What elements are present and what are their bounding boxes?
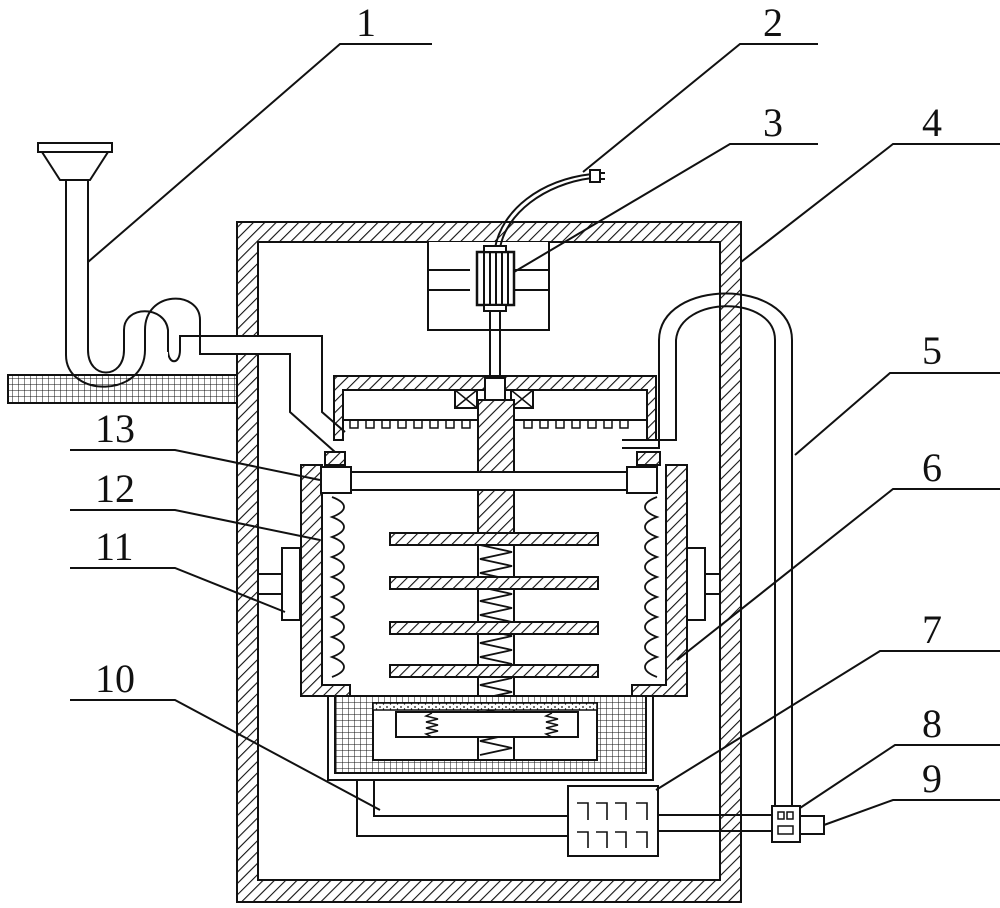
pump-outlet-pipe xyxy=(658,814,774,832)
shaft-coupling xyxy=(484,377,506,401)
top-cover-teeth xyxy=(349,420,629,429)
rail-block-right xyxy=(626,466,658,494)
label-3: 3 xyxy=(763,100,783,145)
valve xyxy=(771,805,801,843)
label-8: 8 xyxy=(922,701,942,746)
blade-3 xyxy=(389,621,599,635)
motor xyxy=(475,245,516,312)
inlet-pipe-cover xyxy=(146,352,168,360)
return-pipe xyxy=(622,292,793,806)
label-10: 10 xyxy=(95,656,135,701)
blade-2 xyxy=(389,576,599,590)
bearing-left xyxy=(454,389,478,409)
label-9: 9 xyxy=(922,756,942,801)
side-mount-right-bar xyxy=(704,573,721,595)
power-plug xyxy=(589,169,605,183)
barrel-wall-right xyxy=(631,464,688,697)
rail-block-left xyxy=(320,466,352,494)
label-11: 11 xyxy=(95,524,134,569)
side-mount-left-bar xyxy=(257,573,283,595)
main-shaft xyxy=(477,399,515,535)
barrel-top-lips xyxy=(324,451,661,466)
feed-hopper xyxy=(37,142,113,181)
outlet-pipe xyxy=(799,815,825,835)
tray-spring-left xyxy=(423,712,439,738)
filter-layer xyxy=(372,702,598,711)
label-7: 7 xyxy=(922,607,942,652)
motor-shaft xyxy=(489,311,501,378)
label-6: 6 xyxy=(922,445,942,490)
blade-1 xyxy=(389,532,599,546)
bottom-frame-outer xyxy=(327,695,654,781)
side-mount-right-plate xyxy=(686,547,706,621)
label-1: 1 xyxy=(356,0,376,45)
barrel-wall-left xyxy=(300,464,351,697)
power-cord xyxy=(494,173,593,249)
tray-spring-right xyxy=(543,712,559,738)
guide-rail xyxy=(350,471,628,491)
label-4: 4 xyxy=(922,100,942,145)
drain-pipe xyxy=(356,780,568,837)
label-13: 13 xyxy=(95,406,135,451)
label-2: 2 xyxy=(763,0,783,45)
blade-4 xyxy=(389,664,599,678)
wall-spring-left xyxy=(329,496,345,678)
inlet-pipe xyxy=(65,180,346,453)
wall-spring-right xyxy=(644,496,660,678)
support-shelf xyxy=(7,374,238,404)
housing-wall-opening-left xyxy=(236,336,260,354)
leader-lines xyxy=(70,43,1000,826)
side-mount-left-plate xyxy=(281,547,301,621)
label-5: 5 xyxy=(922,328,942,373)
label-12: 12 xyxy=(95,466,135,511)
pump xyxy=(567,785,659,857)
